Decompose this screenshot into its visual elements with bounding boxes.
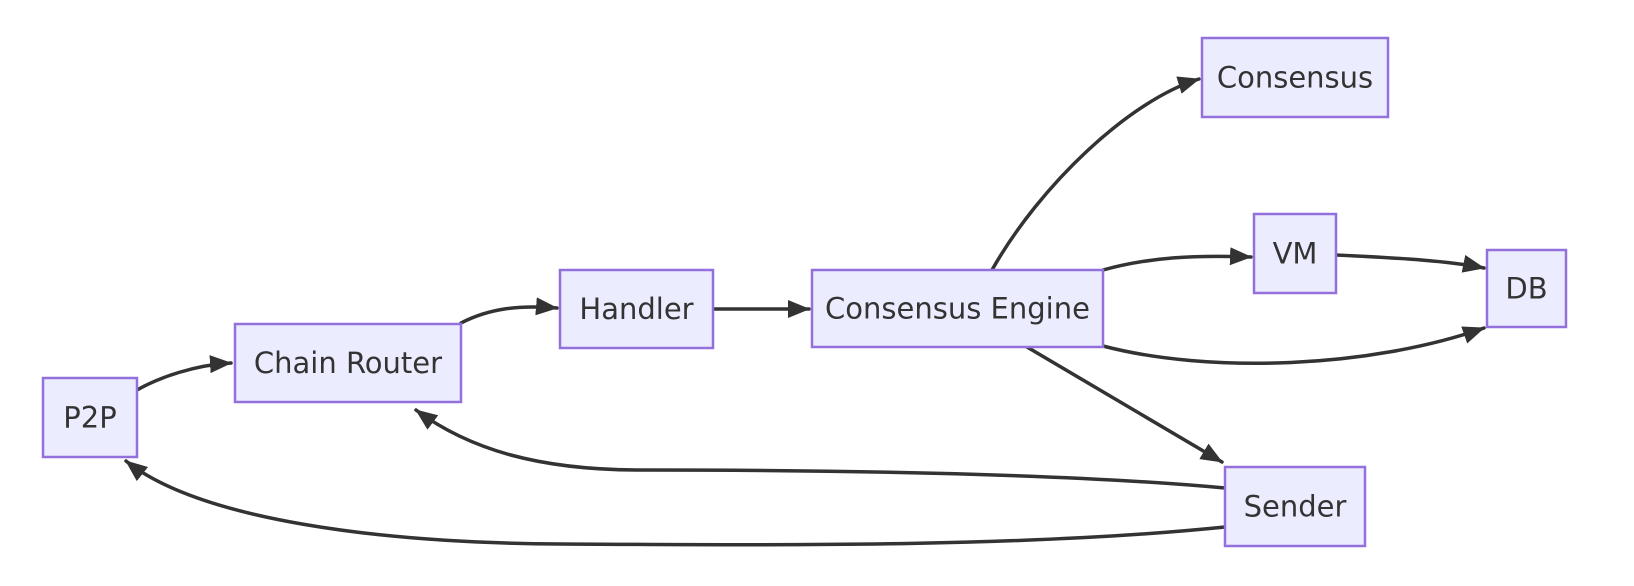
node-label-vm: VM [1273, 237, 1318, 271]
edge-consensus-engine-to-consensus [990, 76, 1201, 272]
node-box-consensus-engine [810, 268, 1105, 349]
node-label-consensus-engine: Consensus Engine [825, 292, 1090, 326]
node-p2p: P2P [41, 376, 139, 459]
node-box-p2p [41, 376, 139, 459]
node-label-sender: Sender [1244, 490, 1347, 524]
node-box-handler [558, 268, 715, 350]
edge-layer [124, 76, 1486, 547]
node-box-sender [1223, 465, 1367, 548]
node-label-handler: Handler [579, 292, 693, 326]
node-vm: VM [1252, 212, 1338, 295]
node-consensus-engine: Consensus Engine [810, 268, 1105, 349]
edge-vm-to-db [1334, 253, 1486, 273]
node-box-chain-router [233, 322, 463, 404]
node-chain-router: Chain Router [233, 322, 463, 404]
node-box-db [1485, 248, 1568, 329]
node-label-p2p: P2P [63, 401, 116, 435]
node-label-chain-router: Chain Router [254, 346, 442, 380]
node-box-vm [1252, 212, 1338, 295]
edge-consensus-engine-to-db [1101, 326, 1486, 366]
node-db: DB [1485, 248, 1568, 329]
node-consensus: Consensus [1200, 36, 1390, 119]
edge-sender-to-chain-router [414, 408, 1227, 490]
node-sender: Sender [1223, 465, 1367, 548]
edge-sender-to-p2p [124, 459, 1227, 547]
node-label-db: DB [1505, 272, 1547, 306]
node-box-consensus [1200, 36, 1390, 119]
edge-consensus-engine-to-vm [1101, 247, 1253, 272]
edge-chain-router-to-handler [459, 297, 559, 325]
node-layer: P2P Chain Router Handler Consensus Engine Co… [41, 36, 1568, 548]
node-handler: Handler [558, 268, 715, 350]
edge-consensus-engine-to-sender [1025, 345, 1224, 464]
node-label-consensus: Consensus [1217, 61, 1373, 95]
edge-p2p-to-chain-router [135, 355, 233, 392]
